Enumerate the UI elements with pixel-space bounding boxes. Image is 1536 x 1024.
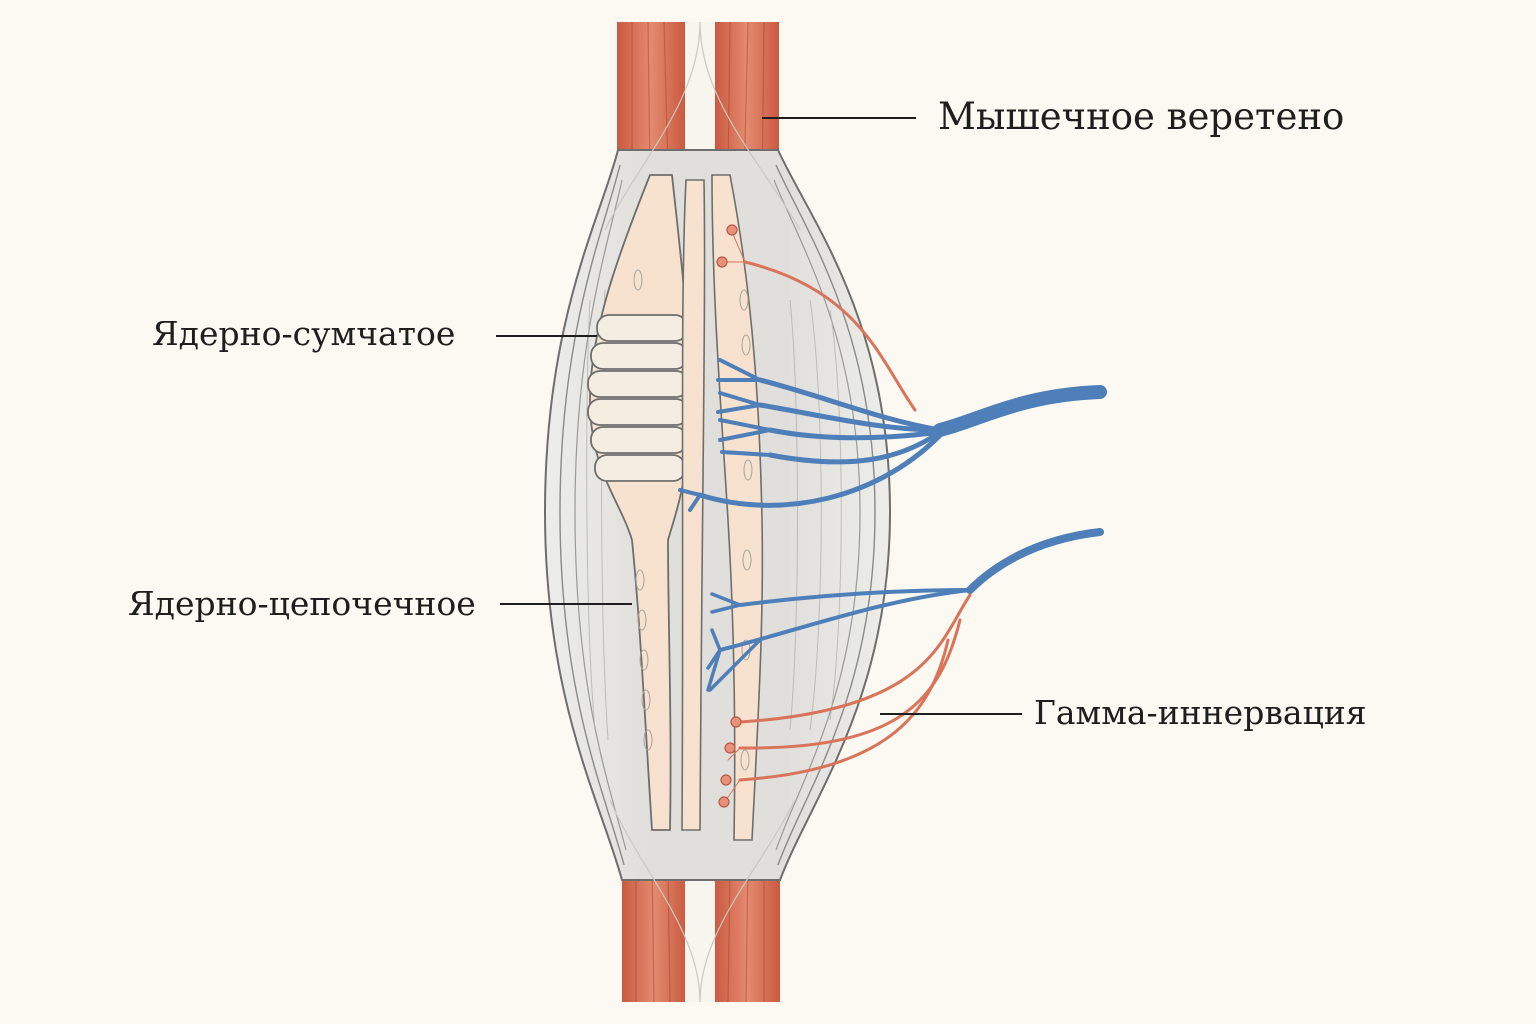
label-nuclear-chain: Ядерно-цепочечное — [128, 584, 476, 623]
sensory-nerve-lower — [966, 528, 1104, 594]
label-gamma-innervation: Гамма-иннервация — [1034, 693, 1367, 732]
label-muscle-spindle: Мышечное веретено — [938, 95, 1345, 138]
nuclear-bag-fiber — [587, 174, 691, 831]
sensory-nerves — [678, 358, 1107, 692]
label-nuclear-bag: Ядерно-сумчатое — [152, 314, 456, 353]
leader-lines — [496, 117, 1022, 715]
sensory-nerve-upper — [933, 385, 1107, 437]
spindle-capsule — [543, 21, 892, 1003]
